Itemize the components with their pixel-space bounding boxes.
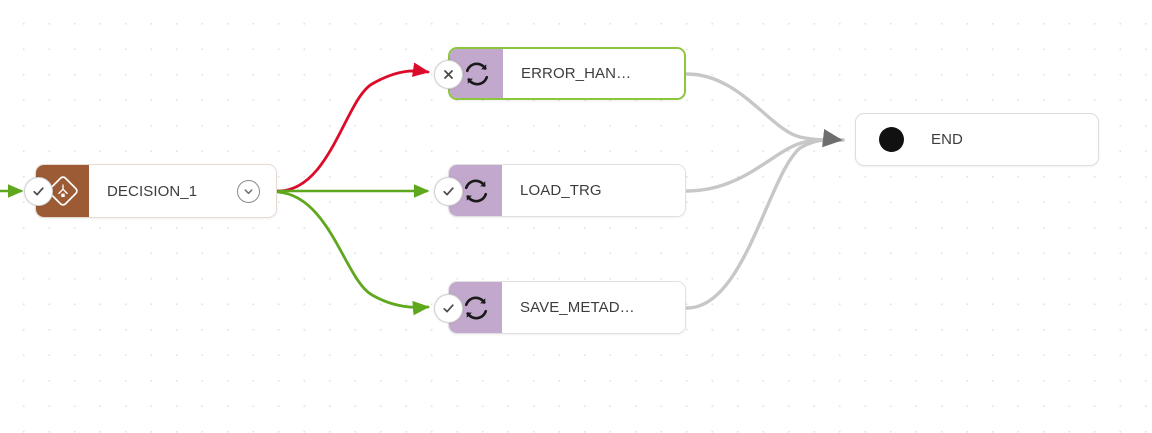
error-handler-body: ERROR_HAN…	[503, 49, 684, 98]
node-error-handler-label: ERROR_HAN…	[521, 65, 632, 82]
save-metadata-body: SAVE_METAD…	[502, 282, 685, 333]
load-target-body: LOAD_TRG	[502, 165, 685, 216]
node-error-handler[interactable]: ERROR_HAN…	[448, 47, 686, 100]
decision-body: DECISION_1	[89, 165, 276, 217]
edge-decision-to-save	[276, 190, 430, 316]
node-save-metadata[interactable]: SAVE_METAD…	[448, 281, 686, 334]
status-badge-save-metadata[interactable]	[434, 294, 463, 323]
status-badge-load-target[interactable]	[434, 177, 463, 206]
status-badge-error-handler[interactable]	[434, 60, 463, 89]
chevron-down-icon[interactable]	[237, 179, 260, 203]
edge-load-to-end	[685, 138, 845, 193]
check-icon	[443, 304, 454, 313]
node-load-target-label: LOAD_TRG	[520, 182, 602, 199]
end-dot-icon	[879, 127, 904, 152]
node-end-label: END	[931, 131, 963, 148]
node-load-target[interactable]: LOAD_TRG	[448, 164, 686, 217]
node-decision-label: DECISION_1	[107, 182, 198, 200]
status-badge-decision[interactable]	[24, 177, 53, 206]
x-icon	[444, 70, 453, 79]
sync-refresh-icon	[449, 165, 502, 216]
edge-decision-to-error	[276, 62, 430, 193]
node-save-metadata-label: SAVE_METAD…	[520, 299, 635, 316]
check-icon	[443, 187, 454, 196]
edge-save-to-end	[685, 129, 843, 310]
check-icon	[33, 187, 44, 196]
node-decision[interactable]: DECISION_1	[35, 164, 277, 218]
edge-error-to-end	[685, 72, 845, 142]
node-end[interactable]: END	[855, 113, 1099, 166]
